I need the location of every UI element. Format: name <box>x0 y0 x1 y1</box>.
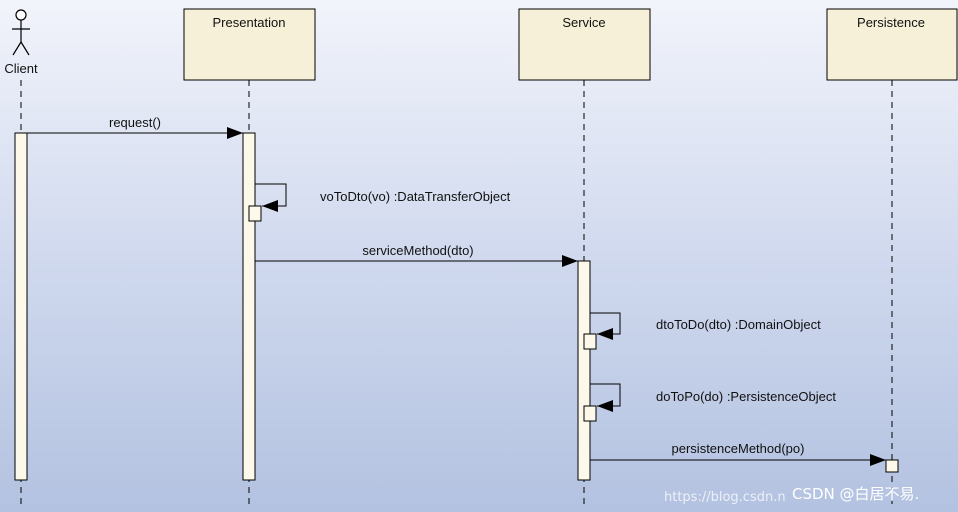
message-dotopo-arrow <box>590 383 621 412</box>
activation-persistence <box>885 459 899 473</box>
activation-presentation <box>242 132 256 481</box>
watermark-credit: CSDN @白居不易. <box>792 485 919 503</box>
lifeline-box-presentation: Presentation <box>183 8 316 81</box>
message-votodto-label: voToDto(vo) :DataTransferObject <box>320 189 511 204</box>
watermark-url: https://blog.csdn.n <box>664 490 786 505</box>
actor-client-icon <box>12 9 30 56</box>
activation-dtotodo <box>583 333 597 350</box>
message-dotopo-label: doToPo(do) :PersistenceObject <box>656 389 836 404</box>
lifeline-service-label: Service <box>562 15 605 30</box>
message-persistencemethod-label: persistenceMethod(po) <box>672 441 805 456</box>
message-servicemethod-label: serviceMethod(dto) <box>362 243 473 258</box>
message-dtotodo-arrow <box>590 312 621 340</box>
lifeline-box-service: Service <box>518 8 651 81</box>
lifeline-persistence-label: Persistence <box>857 15 925 30</box>
message-votodto-arrow <box>255 183 287 212</box>
activation-votodto <box>248 205 262 222</box>
actor-client-label: Client <box>4 61 38 76</box>
activation-dotopo <box>583 405 597 422</box>
activation-service <box>577 260 591 481</box>
lifeline-box-persistence: Persistence <box>826 8 958 81</box>
activation-client <box>14 132 28 481</box>
message-dtotodo-label: dtoToDo(dto) :DomainObject <box>656 317 821 332</box>
message-request-label: request() <box>109 115 161 130</box>
lifeline-presentation-label: Presentation <box>213 15 286 30</box>
